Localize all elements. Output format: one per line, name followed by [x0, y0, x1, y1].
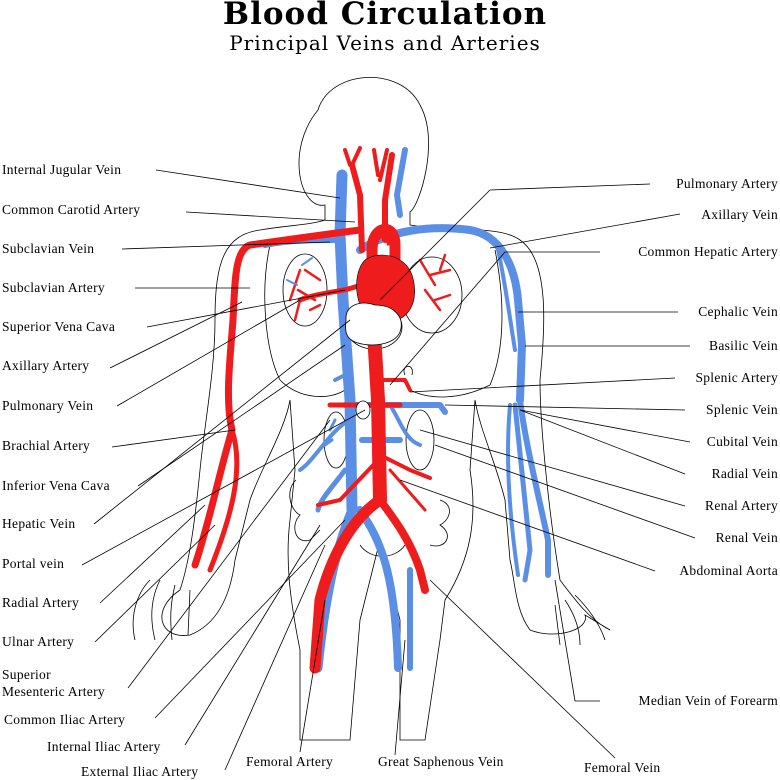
page-subtitle: Principal Veins and Arteries	[229, 31, 541, 55]
label-median-vein-of-forearm: Median Vein of Forearm	[638, 693, 778, 708]
label-internal-iliac-artery: Internal Iliac Artery	[47, 739, 161, 754]
organs	[345, 302, 413, 420]
label-common-hepatic-artery: Common Hepatic Artery	[638, 244, 778, 259]
label-pulmonary-artery: Pulmonary Artery	[676, 176, 778, 191]
label-subclavian-artery: Subclavian Artery	[2, 280, 105, 295]
page-title: Blood Circulation	[222, 0, 548, 32]
label-splenic-artery: Splenic Artery	[695, 370, 778, 385]
label-portal-vein: Portal vein	[2, 556, 65, 571]
label-superior-mesenteric-1: Superior	[2, 667, 51, 682]
leader-lines	[81, 169, 696, 771]
label-abdominal-aorta: Abdominal Aorta	[679, 563, 778, 578]
label-renal-artery: Renal Artery	[705, 498, 778, 513]
label-subclavian-vein: Subclavian Vein	[2, 241, 95, 256]
body-outline	[132, 76, 611, 741]
label-radial-vein: Radial Vein	[711, 466, 778, 481]
label-cubital-vein: Cubital Vein	[706, 434, 778, 449]
label-hepatic-vein: Hepatic Vein	[2, 516, 76, 531]
label-brachial-artery: Brachial Artery	[2, 438, 91, 453]
lung-vessels	[286, 253, 452, 322]
label-common-iliac-artery: Common Iliac Artery	[4, 712, 126, 727]
label-pulmonary-vein: Pulmonary Vein	[2, 398, 94, 413]
label-axillary-vein: Axillary Vein	[701, 207, 778, 222]
label-basilic-vein: Basilic Vein	[709, 338, 778, 353]
label-splenic-vein: Splenic Vein	[706, 402, 778, 417]
label-axillary-artery: Axillary Artery	[2, 358, 90, 373]
veins	[262, 147, 551, 673]
label-great-saphenous-vein: Great Saphenous Vein	[378, 754, 504, 769]
label-radial-artery: Radial Artery	[2, 595, 80, 610]
label-femoral-vein: Femoral Vein	[584, 760, 661, 775]
label-inferior-vena-cava: Inferior Vena Cava	[2, 478, 110, 493]
label-cephalic-vein: Cephalic Vein	[698, 304, 778, 319]
label-renal-vein: Renal Vein	[715, 530, 778, 545]
label-superior-vena-cava: Superior Vena Cava	[2, 319, 116, 334]
label-internal-jugular-vein: Internal Jugular Vein	[2, 162, 122, 177]
label-external-iliac-artery: External Iliac Artery	[81, 764, 199, 779]
label-ulnar-artery: Ulnar Artery	[2, 634, 75, 649]
label-superior-mesenteric-2: Mesenteric Artery	[2, 684, 105, 699]
label-femoral-artery: Femoral Artery	[246, 754, 334, 769]
label-common-carotid-artery: Common Carotid Artery	[2, 202, 141, 217]
